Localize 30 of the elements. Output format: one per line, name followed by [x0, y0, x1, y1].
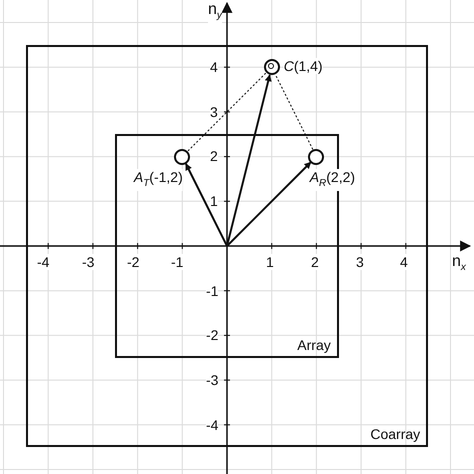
dotted-line — [274, 74, 314, 150]
arrow — [226, 162, 312, 247]
circle-point — [308, 148, 324, 165]
point-label: A$_{R}$(2,2) — [310, 168, 356, 192]
axis-label: n$_{y}$ — [208, 2, 222, 24]
circle-point — [174, 148, 190, 165]
tick-label: 4 — [210, 59, 218, 75]
tick-label: -4 — [37, 254, 50, 270]
tick-label: -3 — [206, 372, 218, 388]
tick-label: 3 — [210, 104, 218, 120]
tick-label: 3 — [356, 254, 364, 270]
tick-label: -2 — [127, 254, 140, 270]
double-circle-point — [264, 59, 280, 76]
tick-label: 2 — [311, 254, 319, 270]
dotted-line — [187, 72, 267, 152]
region-label: Coarray — [370, 426, 420, 442]
point-label: C(1,4) — [284, 58, 323, 74]
tick-label: -1 — [206, 283, 218, 299]
point-label: A$_{T}$(-1,2) — [134, 168, 183, 192]
arrow — [184, 163, 228, 246]
arrow — [226, 74, 272, 246]
tick-label: 2 — [210, 148, 218, 164]
tick-label: -1 — [171, 254, 184, 270]
tick-label: -2 — [206, 327, 218, 343]
tick-label: 1 — [210, 193, 218, 209]
region-label: Array — [297, 336, 331, 353]
tick-label: 4 — [400, 254, 408, 270]
tick-label: -4 — [206, 417, 218, 433]
tick-label: 1 — [266, 254, 274, 270]
tick-label: -3 — [82, 254, 94, 270]
